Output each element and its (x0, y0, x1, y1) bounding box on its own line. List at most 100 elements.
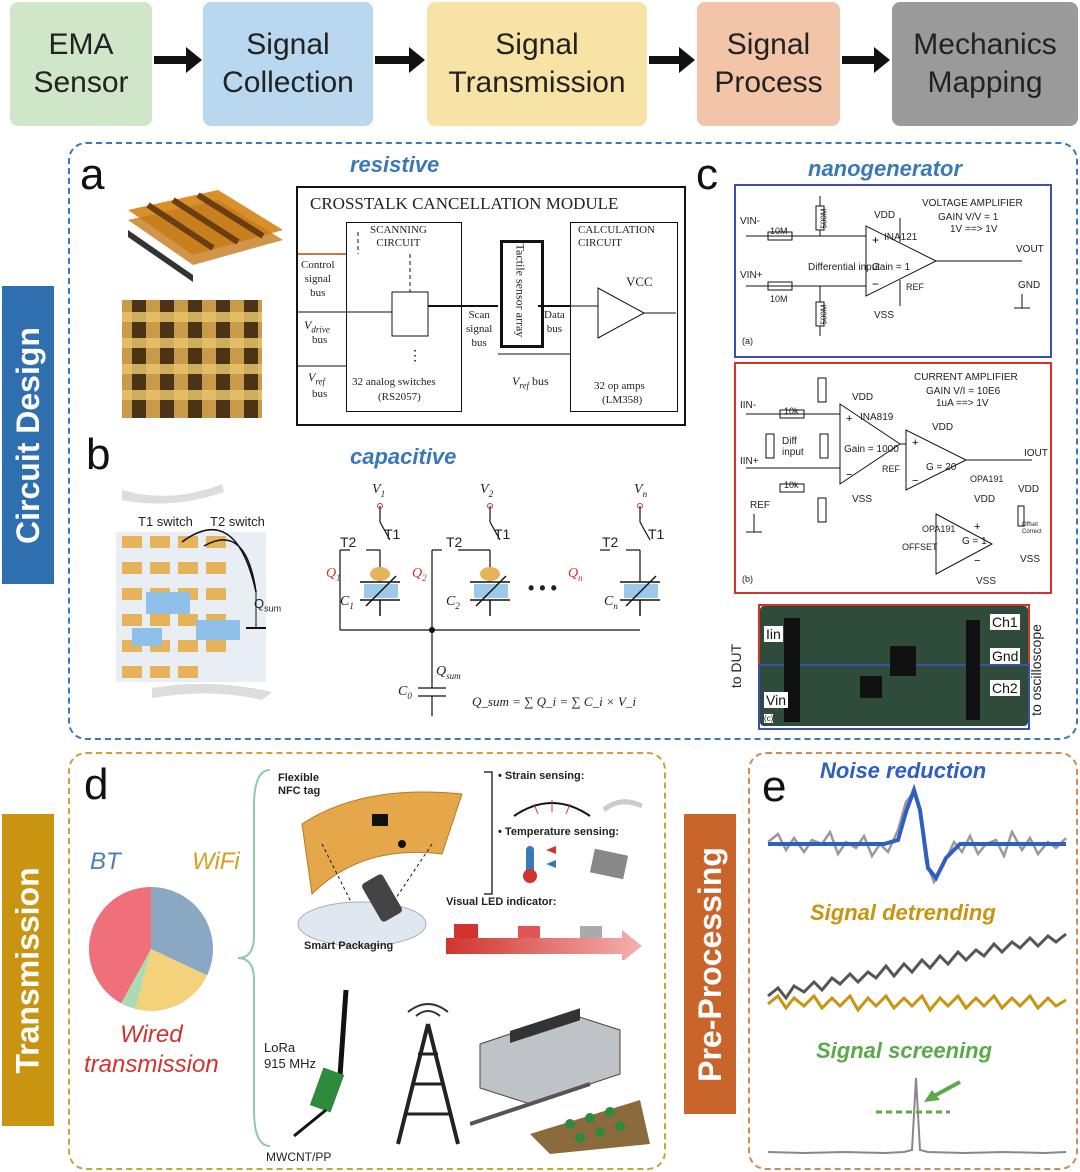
temperature-text: Temperature sensing: (504, 826, 620, 838)
flow-label: Signal Process (714, 28, 823, 99)
c0-c: C (398, 684, 408, 699)
panel-b-letter: b (86, 430, 111, 479)
signal-detrending-plot (767, 932, 1067, 1013)
panel-b-title: capacitive (350, 444, 457, 469)
sidebar-pre-processing: Pre-Processing (684, 814, 736, 1114)
sidebar-circuit-design: Circuit Design (2, 286, 54, 584)
vref-bus-label: bus (312, 388, 328, 400)
svg-text:⋮: ⋮ (408, 347, 422, 363)
capacitive-sensor-illustration (116, 484, 272, 700)
vref2-v: V (512, 374, 520, 388)
cn-c: C (604, 594, 614, 609)
vdd-b1: VDD (852, 392, 874, 403)
control-bus-label: Control signal bus (301, 259, 335, 299)
panel-a-title: resistive (350, 152, 440, 177)
offset-correct: Offset Correct (1022, 522, 1042, 535)
c1-c: C (340, 594, 350, 609)
t1-label-1: T1 (384, 526, 401, 542)
vcc-label: VCC (626, 274, 653, 289)
va-title: VOLTAGE AMPLIFIER (922, 198, 1023, 209)
iout: IOUT (1024, 448, 1048, 459)
v1-label: V1 (372, 482, 385, 499)
iin-minus: IIN- (740, 400, 757, 411)
cell-tower-icon (396, 1003, 460, 1145)
gain1: Gain = 1 (872, 262, 911, 273)
ref-b2: REF (750, 500, 770, 511)
vn-v: V (634, 482, 643, 497)
strain-sensing-label: • Strain sensing: (498, 770, 585, 782)
vn-label: Vn (634, 482, 647, 499)
pcb-probe-board: Iin Vin Ch1 Gnd Ch2 (c) (758, 604, 1030, 730)
vref-v: V (308, 370, 316, 384)
ellipsis: • • • (528, 578, 557, 598)
va-conv: 1V ==> 1V (950, 224, 998, 235)
qsum-label-illustration: Qsum (254, 596, 281, 614)
svg-text:−: − (912, 475, 918, 487)
vss-b3: VSS (1020, 554, 1041, 565)
svg-text:+: + (846, 413, 852, 425)
pcb-connector-right (966, 620, 980, 720)
t2-label-n: T2 (602, 534, 619, 550)
nfc-tag-illustration (297, 791, 463, 947)
r10m-1: 10M (770, 226, 788, 236)
v2-sub: 2 (488, 488, 494, 499)
flow-label: Mechanics Mapping (913, 28, 1057, 99)
qsum-q: Q (254, 596, 265, 611)
calculation-circuit-box (570, 222, 678, 412)
svg-text:−: − (872, 277, 879, 291)
strain-icon (513, 799, 644, 817)
c0-sub: 0 (407, 690, 412, 701)
vref-sub: ref (315, 376, 326, 387)
qsum-label-circuit: Qsum (436, 664, 461, 681)
vref-label: Vref (308, 370, 325, 386)
calculation-circuit-label: CALCULATION CIRCUIT (578, 224, 655, 249)
sensing-brace (484, 771, 493, 895)
vdrive-sub: drive (311, 324, 330, 335)
opamps-part: (LM358) (602, 394, 643, 406)
panel-e-letter: e (762, 762, 787, 811)
panel-a-letter: a (80, 150, 105, 199)
sub-a: (a) (742, 336, 753, 346)
vout: VOUT (1016, 244, 1044, 255)
t2-switch-label: T2 switch (210, 514, 265, 529)
ca-wiring: + − + − + − (746, 377, 1032, 575)
sidebar-label: Circuit Design (9, 326, 46, 544)
svg-text:+: + (974, 521, 980, 533)
vdd-b2: VDD (932, 422, 954, 433)
flow-box-signal-collection: Signal Collection (203, 2, 373, 126)
pre-processing-section (748, 752, 1078, 1170)
ca-gain: GAIN V/I = 10E6 (926, 386, 1001, 397)
v2-label: V2 (480, 482, 493, 499)
pie-label-wired: Wired transmission (84, 1021, 219, 1078)
transmission-section (68, 752, 666, 1170)
module-title: CROSSTALK CANCELLATION MODULE (310, 194, 619, 213)
opamps-label: 32 op amps (594, 380, 645, 392)
vin-label: Vin (764, 692, 788, 708)
vdd-b3: VDD (974, 494, 996, 505)
v2-v: V (480, 482, 489, 497)
opa191-2: OPA191 (922, 524, 956, 534)
flow-arrow (649, 47, 695, 73)
capacitive-circuit (339, 503, 660, 716)
svg-text:+: + (912, 437, 918, 449)
pie-slice-1 (135, 949, 208, 1011)
sidebar-transmission: Transmission (2, 814, 54, 1126)
pcb-chip (860, 676, 882, 698)
r10k-2: 10k (784, 480, 799, 490)
switches-part: (RS2057) (378, 391, 421, 403)
tactile-sensor-array (500, 240, 544, 348)
r10k-1: 10k (784, 406, 799, 416)
vss-b2: VSS (976, 576, 997, 587)
sidebar-label: Transmission (9, 866, 46, 1074)
ina121: INA121 (884, 232, 918, 243)
ref-a: REF (906, 282, 924, 292)
q1-q: Q (326, 566, 337, 581)
q1-sub: 1 (336, 572, 341, 583)
v1-v: V (372, 482, 381, 497)
c2-label: C2 (446, 594, 460, 611)
iin-label: Iin (764, 626, 783, 642)
t2-label-2: T2 (446, 534, 463, 550)
g1: G = 1 (962, 536, 987, 547)
va-wiring: + − (746, 196, 1030, 336)
ch1-label: Ch1 (990, 614, 1020, 630)
